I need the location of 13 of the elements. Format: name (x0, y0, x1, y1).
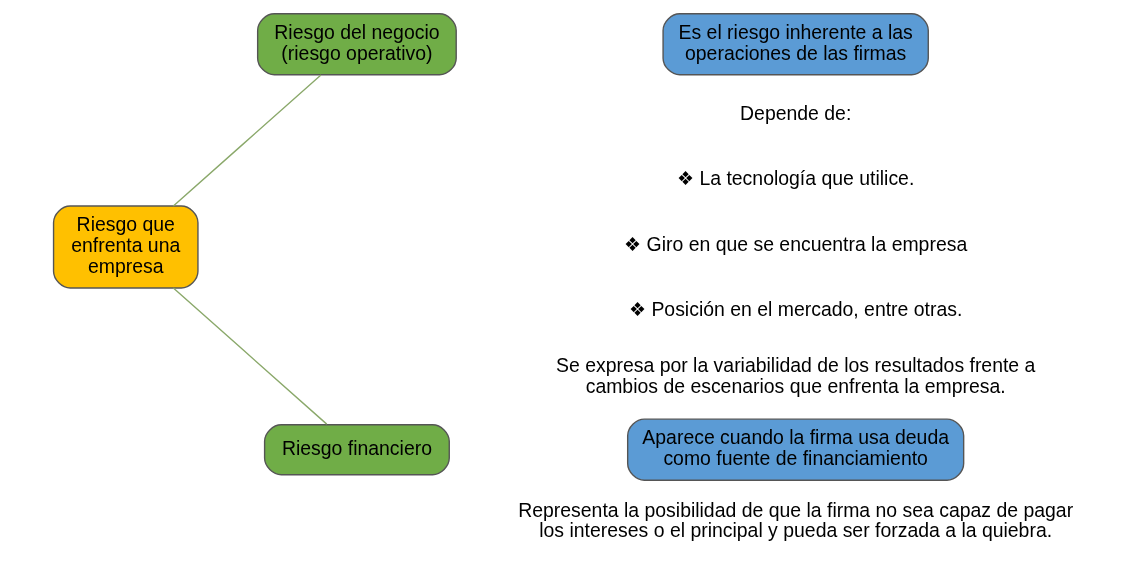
node-box: Riesgo financiero (263, 424, 450, 476)
label: ❖ Posición en el mercado, entre otras. (628, 297, 962, 320)
node-box: Es el riesgo inherente a las operaciones de las firmas (661, 13, 929, 76)
node-box: Riesgo del negocio (riesgo operativo) (256, 13, 457, 76)
connector (172, 287, 327, 425)
node-box: Aparece cuando la firma usa deuda como fuente de financiamiento (626, 418, 964, 481)
node-box: Riesgo que enfrenta una empresa (52, 205, 199, 289)
label: ❖ La tecnología que utilice. (676, 167, 914, 190)
label: Se expresa por la variabilidad de los resultados frente a cambios de escenarios que enfrenta la empresa. (555, 354, 1035, 398)
connector (172, 74, 322, 207)
label: Depende de: (739, 102, 851, 125)
label: Representa la posibilidad de que la firma no sea capaz de pagar los intereses o el principal y pueda ser forzada a la quiebra. (517, 498, 1073, 542)
label: ❖ Giro en que se encuentra la empresa (623, 232, 967, 255)
